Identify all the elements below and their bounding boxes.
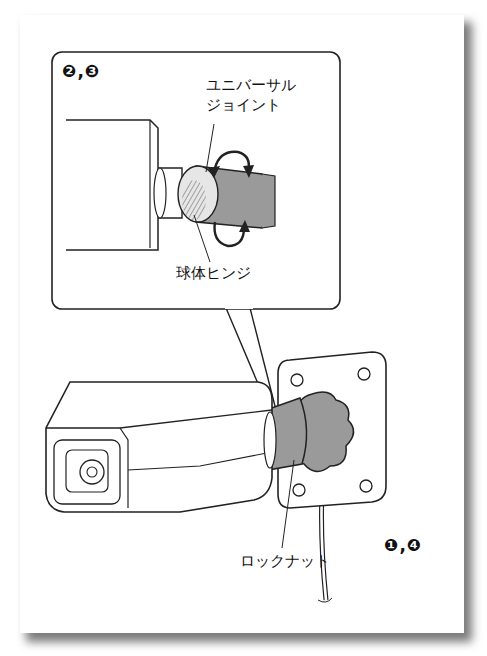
screw-hole bbox=[293, 484, 305, 496]
inset-neck-end bbox=[154, 168, 166, 218]
cable-end bbox=[318, 598, 332, 602]
lens bbox=[80, 460, 104, 484]
screw-hole bbox=[360, 480, 372, 492]
front-face bbox=[54, 440, 120, 504]
callout-number: ❷,❸ bbox=[62, 60, 100, 82]
camera-body bbox=[46, 382, 272, 512]
cable bbox=[322, 492, 327, 600]
inset-camera-body bbox=[66, 120, 158, 250]
hood-edge bbox=[46, 410, 272, 428]
part-label: 球体ヒンジ bbox=[176, 264, 251, 284]
arrow-head bbox=[239, 220, 250, 232]
tail-gap bbox=[225, 306, 253, 309]
leader-line bbox=[206, 124, 214, 172]
inset-camera-edge bbox=[149, 120, 150, 248]
part-label: ロックナット bbox=[240, 552, 330, 572]
ball-hinge-shade bbox=[182, 180, 206, 220]
callout-number: ❶,❹ bbox=[384, 534, 422, 556]
page bbox=[20, 15, 464, 633]
leader-line bbox=[282, 460, 294, 548]
lens-center bbox=[87, 467, 97, 477]
part-label: ユニバーサル ジョイント bbox=[206, 76, 306, 115]
universal-joint-end bbox=[262, 174, 275, 228]
arrow-head bbox=[208, 166, 220, 178]
arrow-head bbox=[243, 165, 254, 178]
rotate-arrow bbox=[215, 152, 249, 172]
screw-hole bbox=[358, 368, 370, 380]
inset-frame bbox=[52, 52, 340, 309]
body-edge bbox=[120, 428, 128, 508]
cable-inner bbox=[322, 492, 327, 600]
leader-line bbox=[194, 215, 210, 262]
lens-window bbox=[66, 450, 108, 492]
rotate-arrow bbox=[215, 222, 244, 246]
neck-end bbox=[264, 412, 276, 468]
body-seam bbox=[128, 452, 272, 470]
screw-hole bbox=[291, 374, 303, 386]
tail-gap bbox=[226, 308, 250, 309]
